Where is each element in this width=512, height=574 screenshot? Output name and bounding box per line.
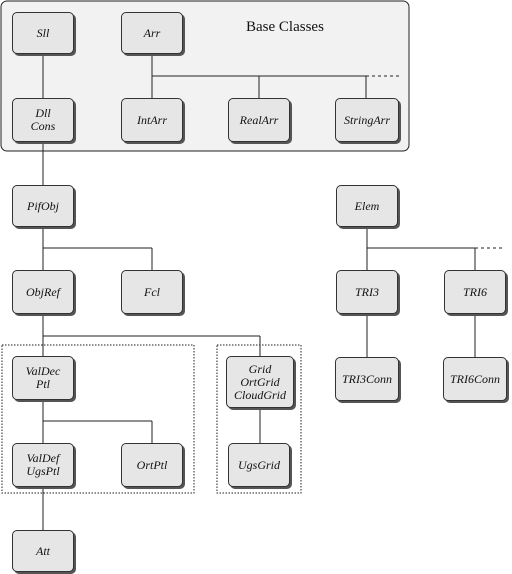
node-stringarr: StringArr [335,98,399,142]
node-stringarr-label: StringArr [343,112,390,127]
node-ortptl: OrtPtl [121,443,183,487]
node-tri3conn: TRI3Conn [335,357,399,401]
node-valdec-label: ValDec [25,364,61,378]
node-dll-label-2: Cons [30,119,56,133]
node-valdef-label-2: UgsPtl [26,464,60,478]
node-sll: Sll [12,12,74,54]
node-grid-label-2: OrtGrid [240,374,280,389]
node-objref: ObjRef [12,270,74,314]
node-arr-label: Arr [143,25,161,40]
node-grid-label-3: CloudGrid [233,387,286,402]
grid-group [216,344,302,494]
node-ugsgrid: UgsGrid [228,443,290,487]
node-tri3: TRI3 [336,270,398,314]
node-fcl-label: Fcl [144,284,160,299]
node-pifobj-label: PifObj [27,198,59,213]
node-elem: Elem [336,185,398,227]
valdec-group [1,344,195,494]
node-realarr: RealArr [228,98,290,142]
node-grid: Grid OrtGrid CloudGrid [226,356,294,408]
node-ugsgrid-label: UgsGrid [237,457,280,472]
node-ortptl-label: OrtPtl [136,457,168,472]
node-sll-label: Sll [36,25,50,40]
node-fcl: Fcl [121,270,183,314]
node-tri6conn: TRI6Conn [443,357,507,401]
node-tri6: TRI6 [444,270,506,314]
node-arr: Arr [121,12,183,54]
node-intarr-label: IntArr [137,112,167,127]
node-valdef: ValDef UgsPtl [12,443,74,487]
node-tri6-label: TRI6 [463,284,487,299]
node-att-label: Att [36,543,50,558]
node-objref-label: ObjRef [26,284,60,299]
node-dll: Dll Cons [12,98,74,142]
node-att: Att [12,530,74,572]
node-tri3conn-label: TRI3Conn [341,371,392,386]
node-dll-label: Dll [35,106,51,120]
node-realarr-label: RealArr [239,112,279,127]
node-grid-label: Grid [248,361,272,376]
node-intarr: IntArr [121,98,183,142]
node-valdec: ValDec Ptl [12,356,74,400]
node-pifobj: PifObj [12,185,74,227]
node-valdef-label: ValDef [26,451,60,465]
node-tri3-label: TRI3 [355,284,379,299]
base-classes-label: Base Classes [246,19,324,35]
node-valdec-label-2: Ptl [36,377,50,391]
node-tri6conn-label: TRI6Conn [449,371,500,386]
node-elem-label: Elem [354,198,380,213]
